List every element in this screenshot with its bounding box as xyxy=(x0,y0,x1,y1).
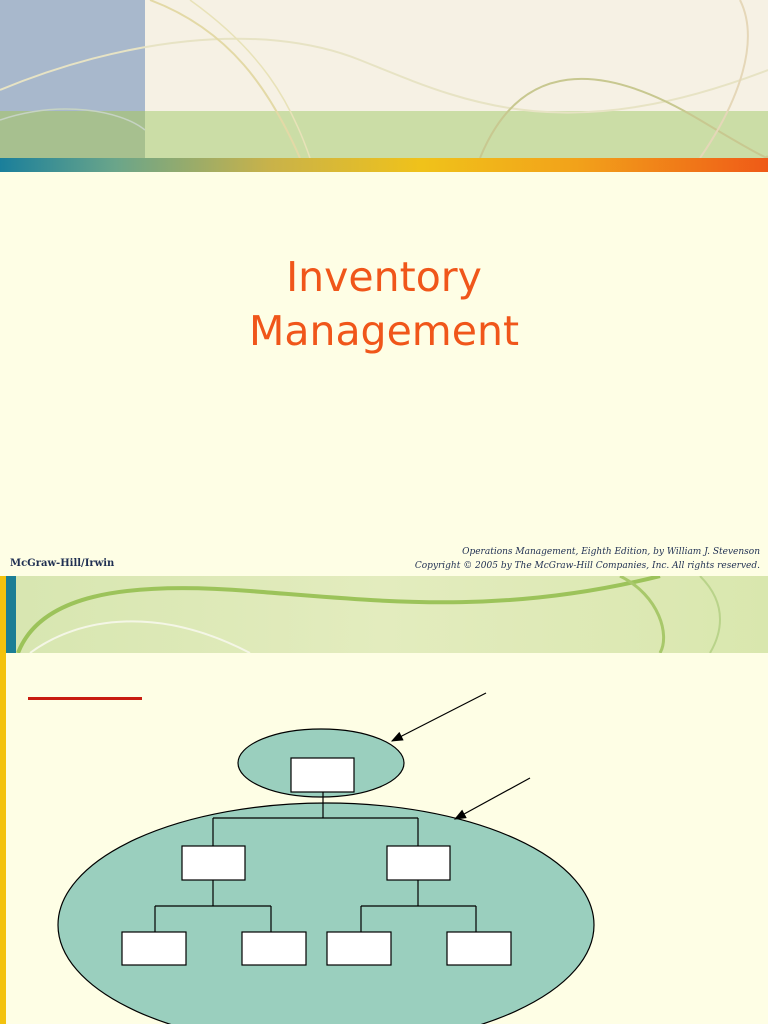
arrow-to-top-ellipse xyxy=(390,692,487,742)
title-slide: Inventory Management McGraw-Hill/Irwin O… xyxy=(0,0,768,576)
part-box-3 xyxy=(326,931,392,966)
header-gradient-bar xyxy=(0,158,768,172)
connector-lines xyxy=(154,792,477,932)
copyright-line2: Copyright © 2005 by The McGraw-Hill Comp… xyxy=(414,561,760,571)
part-box-4 xyxy=(446,931,512,966)
header-green-band-left xyxy=(0,111,145,158)
arrow-to-lower-ellipse xyxy=(453,777,531,820)
slide-title-line1: Inventory xyxy=(286,253,482,301)
header-decorative-curves xyxy=(16,576,721,653)
slide-title-line2: Management xyxy=(248,307,520,355)
copyright-notice: Operations Management, Eighth Edition, b… xyxy=(415,545,760,573)
header-decorative-curves xyxy=(0,0,768,158)
component-box-left xyxy=(181,845,246,881)
diagram-slide xyxy=(0,576,768,1024)
part-box-2 xyxy=(241,931,307,966)
header-green-band xyxy=(145,111,768,158)
title-underline xyxy=(28,697,142,700)
part-box-1 xyxy=(121,931,187,966)
left-accent-bar xyxy=(0,576,6,1024)
copyright-line1: Operations Management, Eighth Edition, b… xyxy=(462,547,760,557)
lower-level-ellipse xyxy=(57,802,595,1024)
component-box-right xyxy=(386,845,451,881)
publisher-label: McGraw-Hill/Irwin xyxy=(10,558,115,569)
product-box xyxy=(290,757,355,793)
left-accent-bar-teal xyxy=(6,576,16,653)
slide-title: Inventory Management xyxy=(0,250,768,358)
hierarchy-diagram xyxy=(57,692,595,1024)
